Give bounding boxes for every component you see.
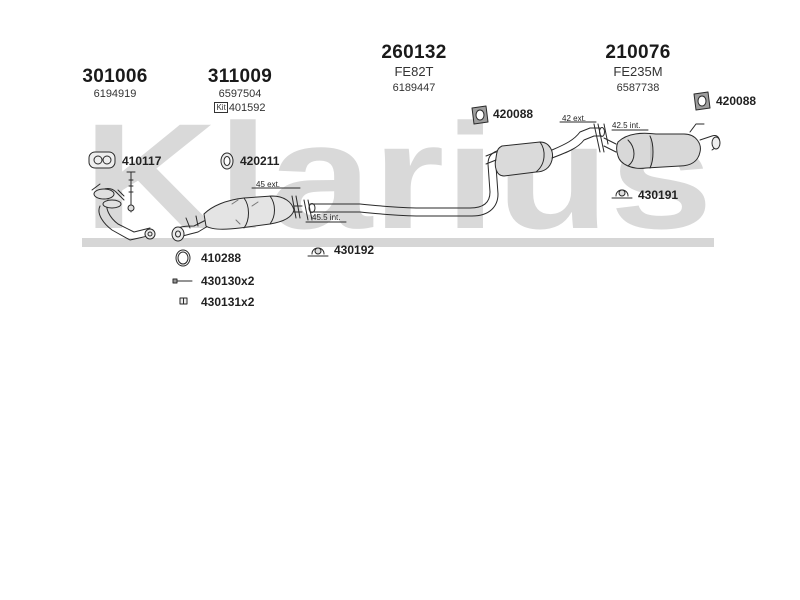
model-code: FE235M (613, 64, 663, 79)
part-label-430131: 430131x2 (201, 295, 255, 309)
part-label-410117: 410117 (122, 154, 162, 168)
part-label-410288: 410288 (201, 251, 242, 265)
ring-420211-drawing (220, 152, 234, 170)
hanger-420088b-drawing (693, 91, 711, 111)
joint-front-drawing (251, 187, 347, 223)
kit-badge: Kit (214, 102, 228, 113)
part-number-311009: 311009 (207, 66, 273, 87)
watermark-text: Klarius (83, 92, 713, 260)
part-label-430192: 430192 (334, 243, 375, 257)
kit-code: 401592 (228, 102, 266, 114)
ref-number: 6189447 (392, 82, 436, 94)
hanger-420088a-drawing (471, 105, 489, 125)
ref-number: 6587738 (616, 82, 660, 94)
clamp-430191-drawing (611, 189, 633, 199)
dimension-42-5-int: 42.5 int. (612, 121, 641, 130)
ring-410288-drawing (175, 249, 191, 267)
gasket-410117-drawing (88, 151, 116, 169)
part-label-430191: 430191 (638, 188, 679, 202)
rear-silencer-drawing (603, 123, 721, 169)
part-label-420088: 420088 (493, 107, 534, 121)
group-210076: 210076 FE235M 6587738 (586, 42, 690, 94)
part-label-420088: 420088 (716, 94, 757, 108)
dimension-45-ext: 45 ext. (256, 180, 281, 189)
part-number-301006: 301006 (82, 66, 148, 87)
group-260132: 260132 FE82T 6189447 (362, 42, 466, 94)
part-label-430130: 430130x2 (201, 274, 255, 288)
dimension-45-5-int: 45.5 int. (312, 213, 341, 222)
part-number-260132: 260132 (381, 42, 447, 63)
bolt-430130-drawing (172, 278, 193, 284)
bolt-drawing (126, 171, 136, 213)
middle-pipe-drawing (308, 127, 605, 217)
part-label-420211: 420211 (240, 154, 280, 168)
dimension-42-ext: 42 ext. (562, 114, 587, 123)
joint-rear-drawing (559, 121, 649, 153)
front-pipe-drawing (91, 183, 156, 241)
model-code: FE82T (394, 64, 434, 79)
clamp-430192-drawing (307, 247, 329, 257)
part-number-210076: 210076 (605, 42, 671, 63)
catalyst-drawing (171, 195, 303, 242)
ref-number: 6194919 (93, 88, 137, 100)
group-301006: 301006 6194919 (66, 66, 164, 100)
nut-430131-drawing (179, 297, 188, 305)
ref-number: 6597504 (218, 88, 262, 100)
